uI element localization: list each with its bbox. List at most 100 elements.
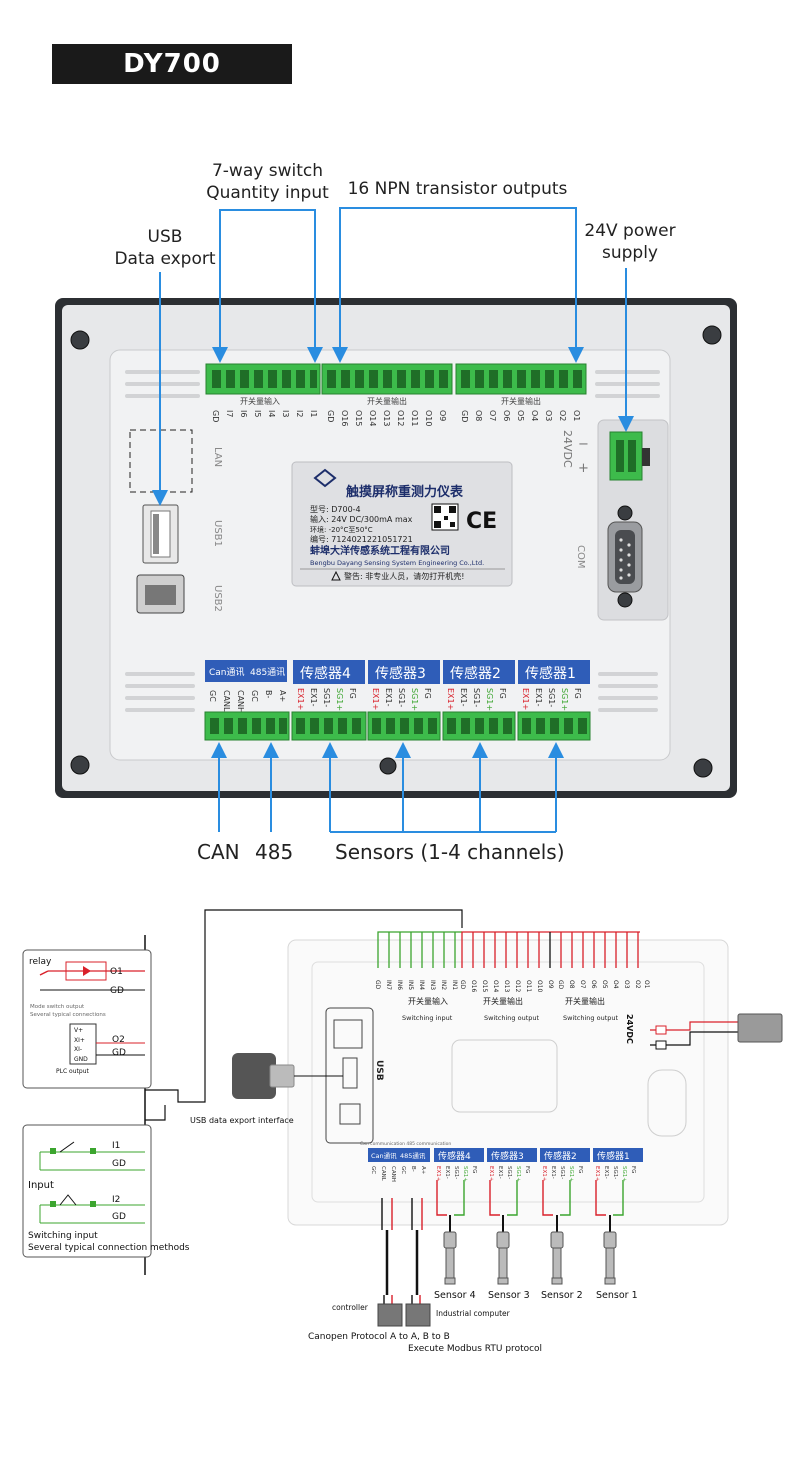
pin-label: EX1+ — [594, 1166, 600, 1182]
wiring-cn-output-b: 开关量输出 — [565, 996, 605, 1006]
pin-label: O6 — [502, 410, 511, 421]
pin-label: O10 — [424, 410, 433, 426]
wiring-power-label: 24VDC — [625, 1014, 634, 1044]
callout-power: 24V power supply — [580, 220, 680, 264]
pin-label: EX1- — [309, 688, 318, 707]
power-supply-icon — [737, 1013, 783, 1043]
diagram-comm-tab-can: Can通讯 — [371, 1151, 397, 1160]
switch-icon — [59, 1194, 77, 1206]
pin-label: SG1- — [472, 688, 481, 707]
pin-label: O15 — [354, 410, 363, 426]
pin-label: O8 — [474, 410, 483, 421]
input-i1: I1 — [112, 1141, 120, 1151]
device-rear-panel: 开关量输入 开关量输出 开关量输出 GD I7 I6 I5 I4 I3 I2 I… — [55, 207, 737, 833]
pin-label: O13 — [382, 410, 391, 426]
pin-label: EX1+ — [521, 688, 530, 710]
switch-icon — [59, 1141, 75, 1153]
wiring-en-switching-input: Switching input — [402, 1014, 453, 1022]
pin-label: I3 — [281, 410, 290, 417]
pin-label: FG — [498, 688, 507, 699]
pin-label: EX1+ — [488, 1166, 494, 1182]
pin-label: O12 — [396, 410, 405, 426]
comm-pin-labels: GC CANL CANH GC B- A+ — [208, 690, 287, 713]
pin-label: O9 — [438, 410, 447, 421]
power-plus-label: + — [578, 461, 589, 476]
pin-label: I5 — [253, 410, 262, 417]
pin-label: EX1- — [534, 688, 543, 707]
label-plate-company-cn: 蚌埠大洋传感系统工程有限公司 — [310, 544, 450, 557]
load-cell-icons — [443, 1231, 617, 1285]
input-gd1: GD — [112, 1159, 126, 1169]
pin-label: A+ — [278, 690, 287, 702]
warning-icon — [331, 570, 341, 581]
sensor-3-label: Sensor 3 — [488, 1290, 530, 1301]
pin-label: EX1- — [497, 1166, 503, 1179]
sensor-tab-4: 传感器4 — [300, 665, 351, 682]
pin-label: CANL — [222, 690, 231, 712]
pin-label: FG — [524, 1166, 530, 1173]
pin-label: GC — [208, 690, 217, 702]
pin-label: I2 — [295, 410, 304, 417]
pin-label: EX1+ — [446, 688, 455, 710]
pin-label: SG1+ — [515, 1166, 521, 1182]
pin-label: O7 — [579, 980, 586, 989]
pin-label: SG1+ — [410, 688, 419, 711]
pin-label: EX1+ — [435, 1166, 441, 1182]
industrial-computer-icon — [405, 1303, 431, 1327]
panel-output-group-label-b: 开关量输出 — [501, 396, 541, 406]
panel-output-pin-labels-b: GD O8 O7 O6 O5 O4 O3 O2 O1 — [460, 410, 581, 422]
plc-output-label: PLC output — [56, 1068, 89, 1075]
screw-icons — [70, 325, 722, 778]
sensor-tab-3: 传感器3 — [375, 665, 426, 682]
typical-connections-label: Several typical connections — [30, 1012, 106, 1018]
pin-label: IN1 — [451, 980, 458, 990]
relay-box: relay O1 GD Mode switch output Several t… — [22, 949, 152, 1089]
pin-label: B- — [410, 1166, 416, 1172]
top-wires — [377, 931, 640, 968]
pin-label: SG1- — [397, 688, 406, 707]
wiring-en-switching-output-a: Switching output — [484, 1014, 539, 1022]
power-label: 24VDC — [561, 430, 574, 468]
port-label-lan: LAN — [212, 447, 223, 467]
diagram-comm-tab-485: 485通讯 — [400, 1151, 426, 1160]
panel-input-pin-labels: GD I7 I6 I5 I4 I3 I2 I1 — [211, 410, 318, 422]
callout-power-line1: 24V power — [584, 221, 676, 241]
sensor-tabs: 传感器4 传感器3 传感器2 传感器1 — [293, 660, 590, 684]
pin-label: SG1+ — [621, 1166, 627, 1182]
pin-label: IN5 — [407, 980, 414, 990]
pin-label: CANH — [236, 690, 245, 713]
pin-label: O2 — [634, 980, 641, 989]
callout-power-line2: supply — [602, 243, 658, 263]
wiring-cn-input: 开关量输入 — [408, 996, 448, 1006]
industrial-computer-label: Industrial computer — [436, 1309, 511, 1318]
plc-pin: XI+ — [74, 1037, 85, 1044]
sensor-2-label: Sensor 2 — [541, 1290, 583, 1301]
pin-label: O13 — [503, 980, 510, 993]
callout-sensors: Sensors (1-4 channels) — [335, 840, 565, 864]
pin-label: O14 — [368, 410, 377, 426]
callout-usb: USB Data export — [110, 226, 220, 270]
relay-o1: O1 — [110, 967, 123, 977]
pin-label: IN2 — [440, 980, 447, 990]
diagram-sensor-tab-3: 传感器3 — [491, 1150, 524, 1162]
label-plate-input: 输入: 24V DC/300mA max — [310, 514, 413, 524]
usb-panel-label: USB — [374, 1060, 384, 1081]
input-gd2: GD — [112, 1212, 126, 1222]
pin-label: SG1- — [559, 1166, 565, 1179]
diagram-bottom-tabs: Can通讯 485通讯 传感器4 传感器3 传感器2 传感器1 — [368, 1148, 643, 1162]
pin-label: B- — [264, 690, 273, 698]
controller-icon — [377, 1303, 403, 1327]
comm-tab-485: 485通讯 — [250, 667, 285, 678]
pin-label: GD — [460, 410, 469, 422]
label-plate-company-en: Bengbu Dayang Sensing System Engineering… — [310, 559, 484, 567]
pin-label: SG1- — [322, 688, 331, 707]
diagram-comm-pins: GC CANL CANH GC B- A+ — [370, 1166, 426, 1182]
connection-methods-caption: Several typical connection methods — [28, 1243, 190, 1253]
pin-label: SG1- — [547, 688, 556, 707]
pin-label: A+ — [420, 1166, 426, 1175]
port-label-com: COM — [575, 545, 586, 568]
plc-pin: GND — [74, 1056, 88, 1063]
pin-label: O5 — [516, 410, 525, 421]
pin-label: O4 — [530, 410, 539, 421]
pin-label: GD — [557, 980, 564, 990]
